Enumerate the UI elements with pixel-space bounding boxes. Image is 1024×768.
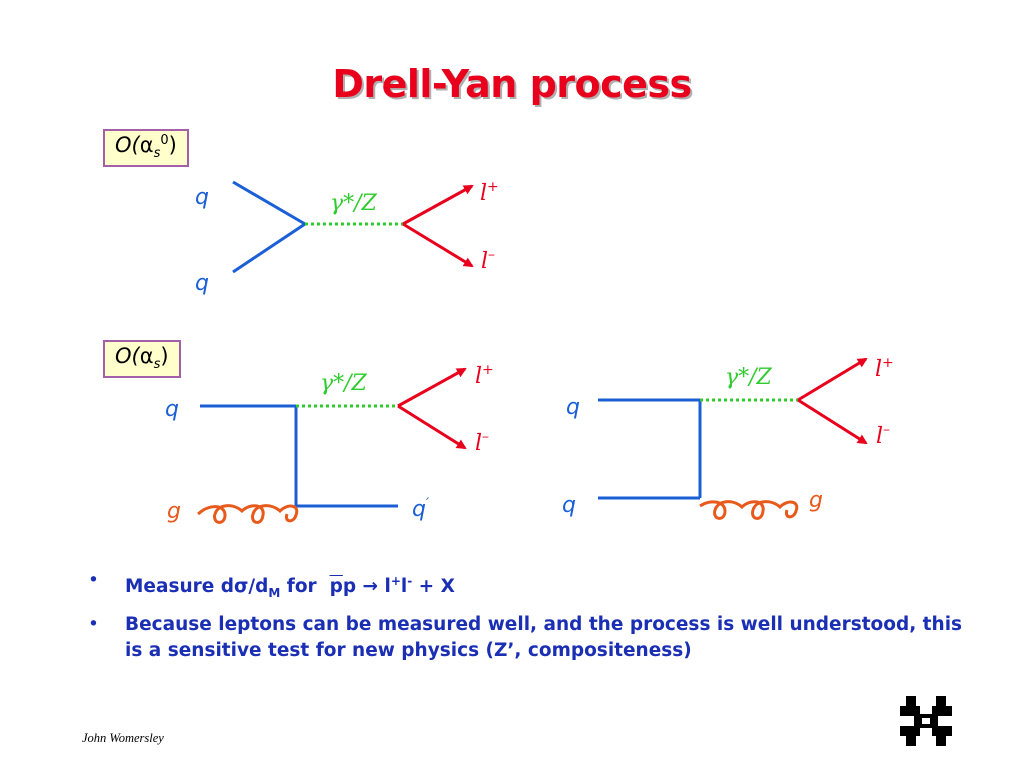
- diagram-nlo-annihilation-gluon-out: q q g γ*/Z l+ l–: [562, 355, 894, 520]
- bullet-leptons: • Because leptons can be measured well, …: [88, 613, 963, 661]
- lepton-minus-line: [402, 222, 474, 268]
- lepton-minus-line: [797, 398, 868, 445]
- label-lepton-minus: l–: [481, 247, 495, 274]
- label-quark-top: q: [566, 395, 580, 420]
- label-gluon-in: g: [167, 499, 181, 524]
- quark-line-bottom: [232, 222, 306, 274]
- label-gluon-out: g: [809, 488, 823, 513]
- order-alpha-s0-box: O(αs0): [103, 129, 189, 168]
- quark-line-top: [232, 180, 306, 226]
- lepton-minus-line: [397, 404, 467, 450]
- gluon-line-out: [699, 500, 799, 520]
- slide-title: Drell-Yan process: [332, 62, 692, 106]
- label-lepton-plus: l+: [875, 355, 894, 382]
- label-quark-out: q′: [412, 496, 430, 522]
- order-alpha-s-box: O(αs): [103, 340, 181, 379]
- bullet-measure: • Measure dσ/dM for pp → l+l- + X: [88, 570, 455, 600]
- gluon-line-in: [196, 504, 299, 524]
- feynman-diagrams: q q γ*/Z l+ l– q g q′ γ*/Z l+ l– q q g γ…: [165, 179, 894, 524]
- label-boson: γ*/Z: [330, 191, 378, 216]
- bullet-list: • Measure dσ/dM for pp → l+l- + X • Beca…: [88, 568, 968, 670]
- label-lepton-plus: l+: [475, 362, 494, 389]
- diagram-lo-annihilation: q q γ*/Z l+ l–: [195, 179, 499, 296]
- label-quark-bottom: q: [195, 271, 209, 296]
- diagram-nlo-compton-gluon-in: q g q′ γ*/Z l+ l–: [165, 362, 494, 524]
- label-quark-top: q: [195, 185, 209, 210]
- bullet-marker: •: [88, 613, 99, 635]
- label-quark-in: q: [165, 397, 179, 422]
- footer-author: John Womersley: [82, 731, 164, 745]
- lepton-plus-line: [402, 184, 474, 226]
- label-lepton-minus: l–: [475, 429, 489, 456]
- label-boson: γ*/Z: [320, 371, 368, 396]
- fermilab-logo-icon: [900, 696, 952, 746]
- bullet-marker: •: [88, 570, 99, 591]
- label-lepton-minus: l–: [876, 422, 890, 449]
- label-quark-bottom: q: [562, 493, 576, 518]
- label-lepton-plus: l+: [480, 179, 499, 206]
- lepton-plus-line: [797, 357, 868, 402]
- lepton-plus-line: [397, 367, 467, 408]
- label-boson: γ*/Z: [725, 365, 773, 390]
